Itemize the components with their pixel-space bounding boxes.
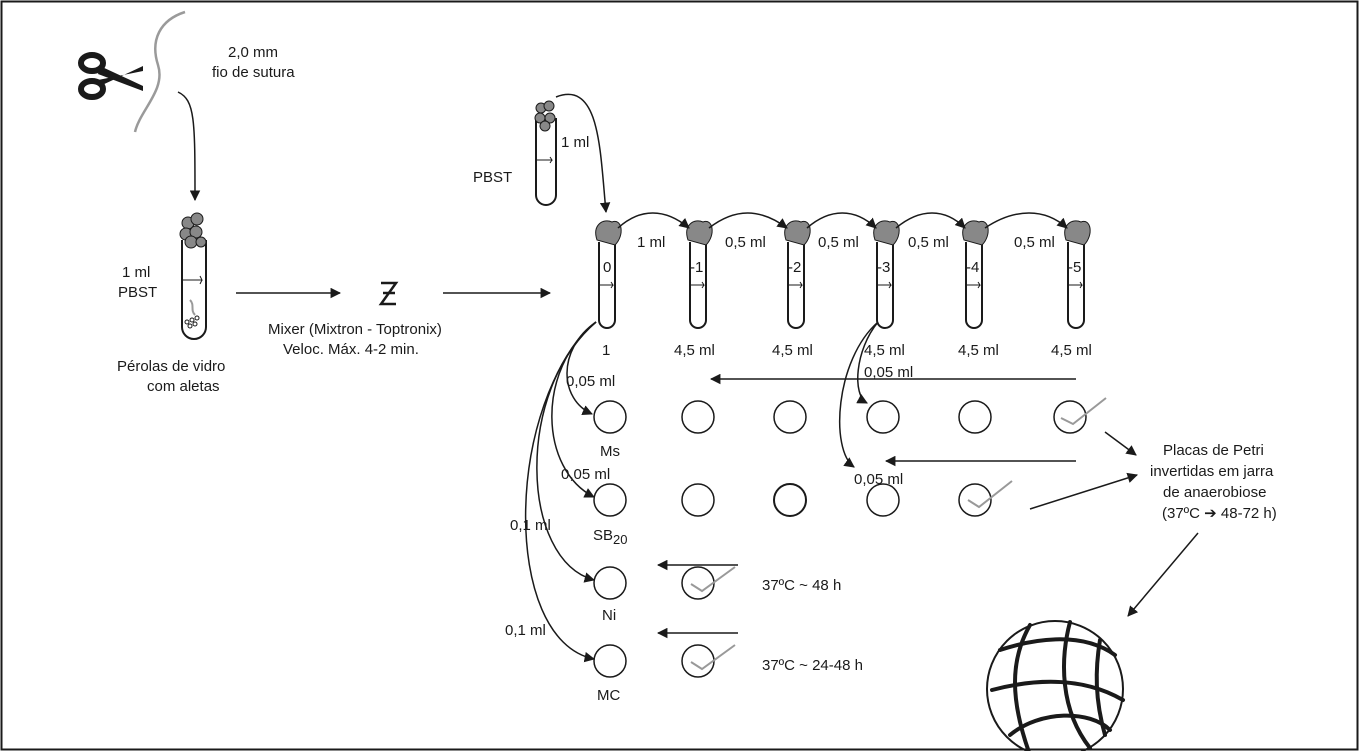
mc-volume: 0,1 ml [505,622,546,639]
suture-thread [133,10,186,133]
petri-line4: (37ºC ➔ 48-72 h) [1162,505,1277,522]
petri-line3: de anaerobiose [1163,484,1266,501]
ms-row-volume: 0,05 ml [864,364,913,381]
bead-caption-line1: Pérolas de vidro [117,358,225,375]
pbst-tube [534,100,557,206]
arrow-pbst-to-tube0 [555,93,611,214]
sb-row-volume: 0,05 ml [854,471,903,488]
transfer-arrow-1 [617,212,690,229]
dilution-bottom-0: 1 [602,342,610,359]
dilution-bottom-4: 4,5 ml [958,342,999,359]
mixer-icon [378,281,399,306]
sb-volume: 0,05 ml [561,466,610,483]
mixer-line1: Mixer (Mixtron - Toptronix) [268,321,442,338]
arrow-petri-to-jar [1127,532,1199,617]
mc-incubation: 37ºC ~ 24-48 h [762,657,863,674]
transfer-label-3: 0,5 ml [818,234,859,251]
dilution-exp-0: 0 [603,259,611,276]
dilution-bottom-5: 4,5 ml [1051,342,1092,359]
scissors-icon [78,52,143,100]
suture-size-label: 2,0 mm [228,44,278,61]
bead-tube [179,212,207,340]
transfer-label-5: 0,5 ml [1014,234,1055,251]
bead-tube-volume: 1 ml [122,264,150,281]
dilution-exp-4: -4 [966,259,979,276]
transfer-label-1: 1 ml [637,234,665,251]
transfer-arrow-4 [895,212,966,229]
dilution-exp-1: -1 [690,259,703,276]
pbst-volume: 1 ml [561,134,589,151]
bead-caption-line2: com aletas [147,378,220,395]
petri-line2: invertidas em jarra [1150,463,1274,480]
ms-volume: 0,05 ml [566,373,615,390]
transfer-arrow-3 [806,212,877,229]
ni-incubation: 37ºC ~ 48 h [762,577,841,594]
anaerobic-jar-icon [986,620,1125,751]
dilution-tube-0 [595,220,622,329]
label-ni: Ni [602,607,616,624]
dilution-bottom-3: 4,5 ml [864,342,905,359]
dilution-tube-5 [1064,220,1091,329]
suture-name-label: fio de sutura [212,64,295,81]
dilution-bottom-1: 4,5 ml [674,342,715,359]
arrow-suture-to-tube [177,91,201,202]
label-sb: SB20 [593,527,627,547]
plates-row-sb [593,483,992,517]
dilution-bottom-2: 4,5 ml [772,342,813,359]
plating-curves [524,321,879,663]
arrow-sb-to-petri [1029,472,1139,510]
petri-line1: Placas de Petri [1163,442,1264,459]
ni-volume: 0,1 ml [510,517,551,534]
dilution-tube-4 [962,220,989,329]
arrow-ms-to-petri [1104,431,1137,456]
dilution-exp-2: -2 [788,259,801,276]
transfer-arrow-5 [984,212,1068,229]
bead-tube-buffer: PBST [118,284,157,301]
dilution-exp-3: -3 [877,259,890,276]
mixer-line2: Veloc. Máx. 4-2 min. [283,341,419,358]
pbst-label: PBST [473,169,512,186]
plates-row-ms [593,400,1087,434]
label-sb-sub: 20 [613,532,627,547]
transfer-arrow-2 [708,212,788,229]
invert-marks [690,397,1107,671]
dilution-exp-5: -5 [1068,259,1081,276]
transfer-label-4: 0,5 ml [908,234,949,251]
label-sb-base: SB [593,527,613,544]
label-ms: Ms [600,443,620,460]
label-mc: MC [597,687,620,704]
transfer-label-2: 0,5 ml [725,234,766,251]
